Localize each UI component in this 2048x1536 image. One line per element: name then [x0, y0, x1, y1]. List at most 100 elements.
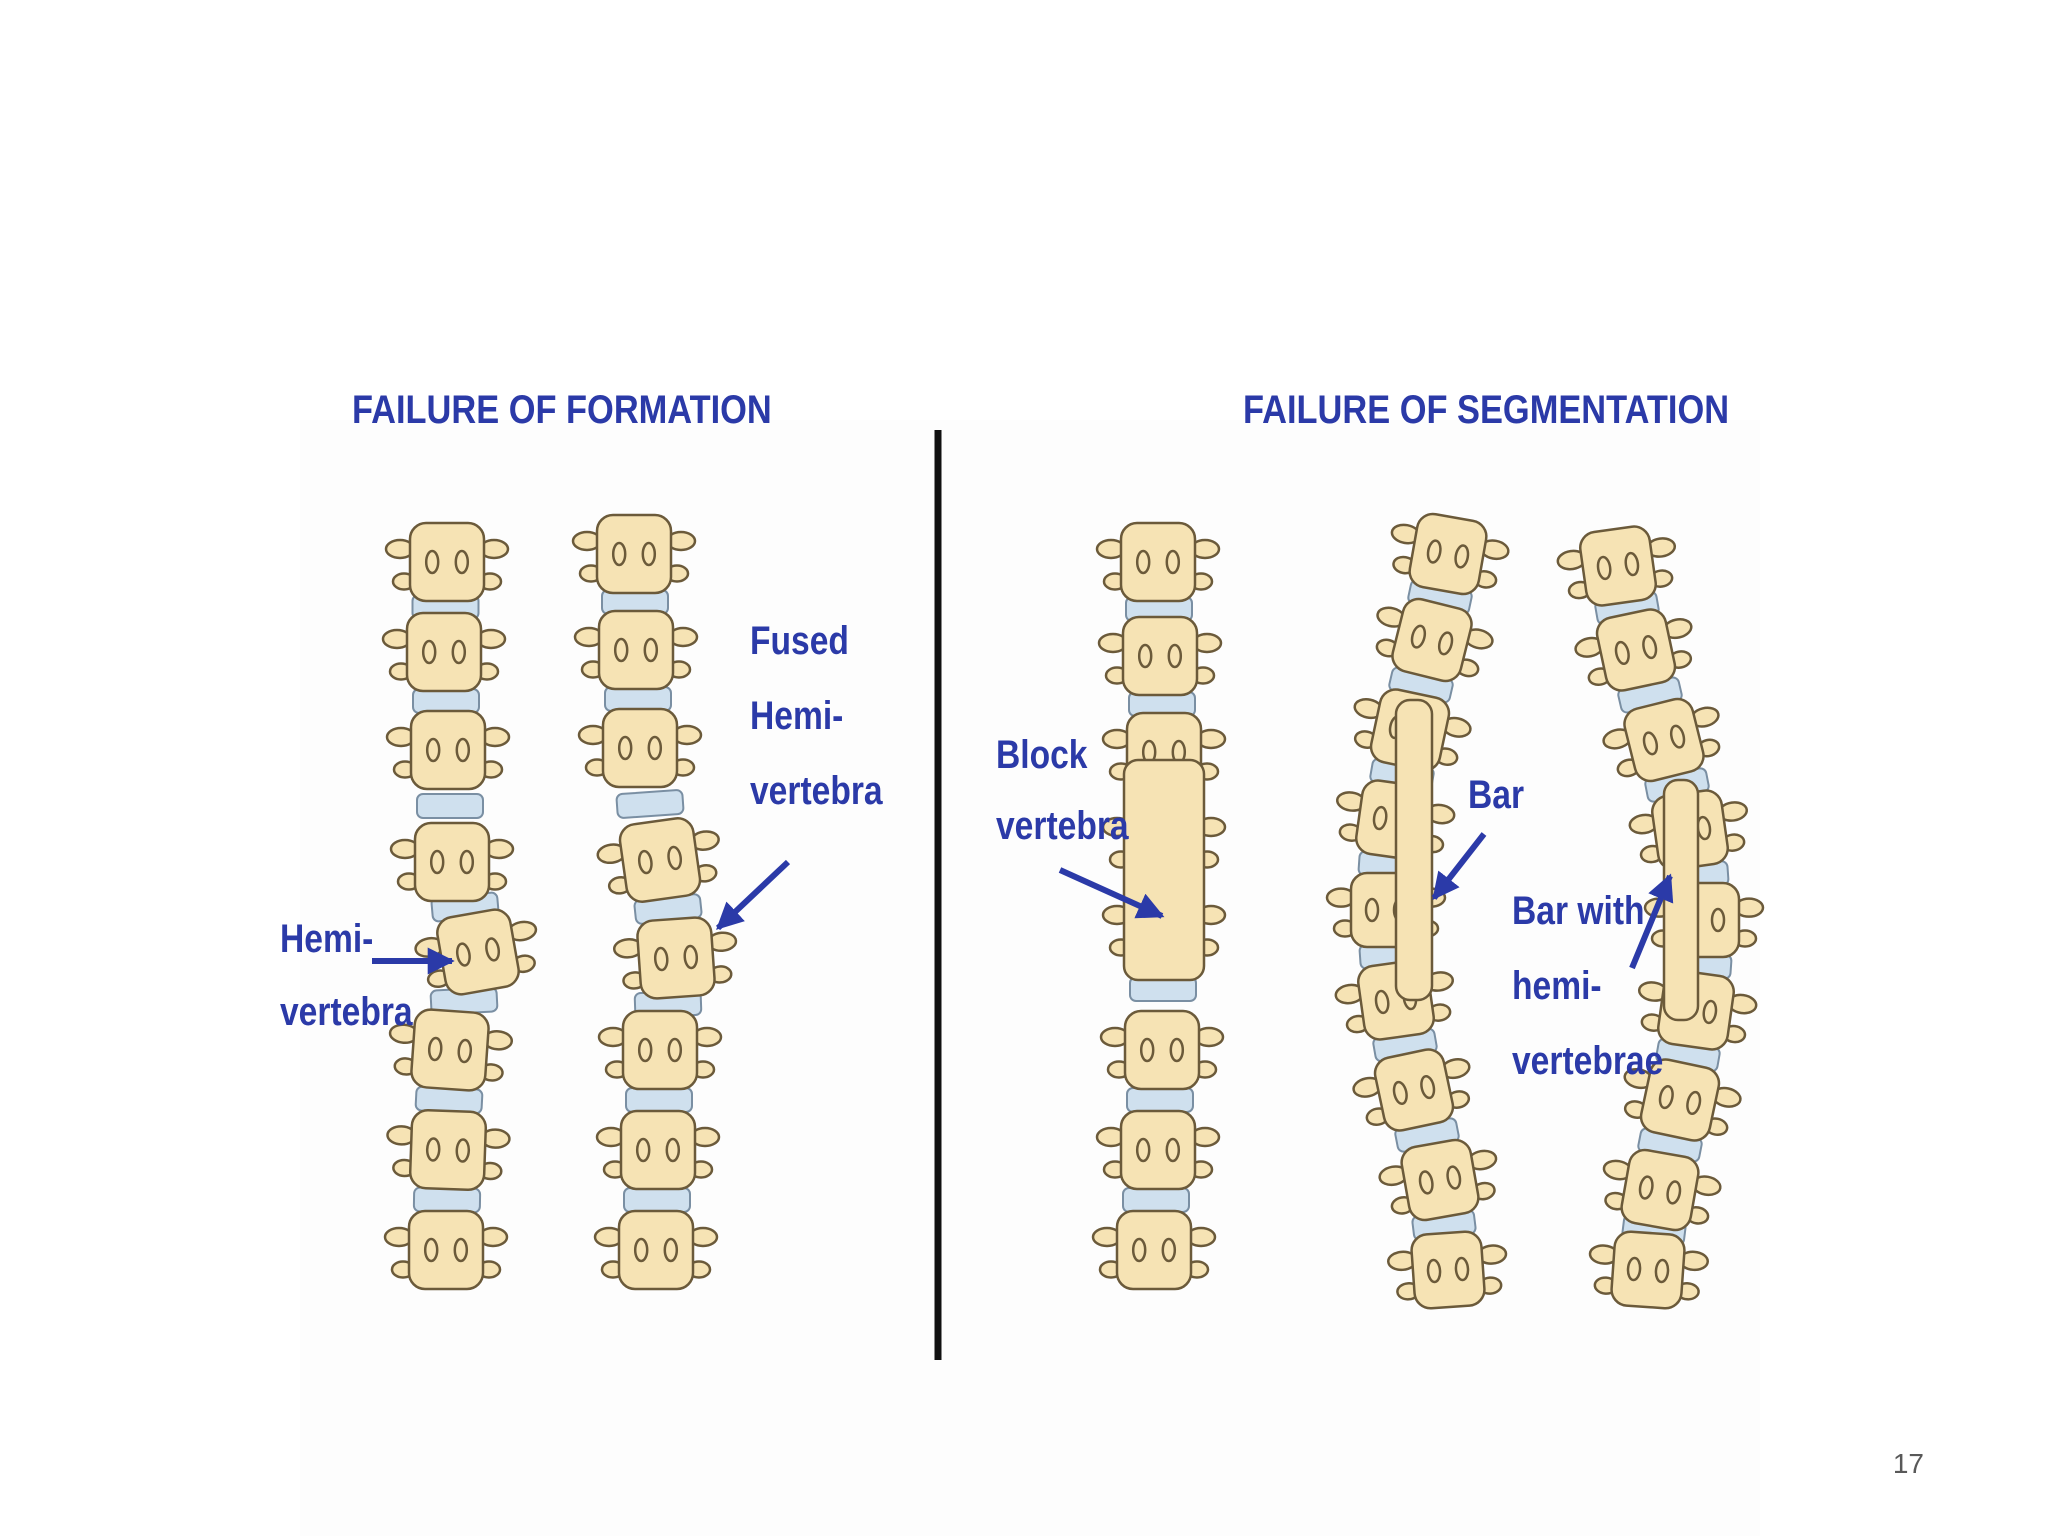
vertebral-body	[1410, 1230, 1486, 1310]
pedicle-outline	[663, 1237, 679, 1263]
vertebra	[1352, 1048, 1471, 1132]
pedicle-outline	[1139, 1037, 1155, 1063]
pedicle-outline	[1410, 624, 1427, 649]
pedicle-outline	[1642, 731, 1659, 756]
failure-of-formation-title: FAILURE OF FORMATION	[352, 388, 772, 432]
bar-label-line: Bar	[1468, 773, 1525, 817]
pedicle-outline	[1426, 1258, 1442, 1284]
spine-hemivertebra	[381, 521, 538, 1291]
block-vertebra-body	[1122, 758, 1206, 982]
disc-shape	[604, 686, 672, 712]
intervertebral-disc	[412, 1186, 482, 1214]
pedicle-outline	[427, 1036, 443, 1062]
bar-label: Bar	[1468, 770, 1524, 821]
disc-shape	[615, 789, 685, 819]
disc-shape	[416, 793, 484, 819]
page-number: 17	[1892, 1448, 1924, 1479]
vertebra	[1375, 597, 1494, 683]
vertebral-body	[618, 817, 702, 903]
vertebral-body	[597, 609, 675, 691]
vertebra	[612, 916, 738, 1000]
fused-hemi-vertebra-label-line: Hemi-	[750, 694, 844, 738]
vertebra	[595, 1109, 721, 1191]
pedicle-outline	[667, 845, 683, 871]
vertebra	[1091, 1209, 1217, 1291]
pedicle-outline	[641, 541, 657, 567]
pedicle-outline	[1642, 635, 1658, 660]
vertebra	[1623, 1058, 1742, 1142]
disc-shape	[1126, 1087, 1194, 1113]
vertebra	[1390, 512, 1510, 596]
pedicle-outline	[633, 1237, 649, 1263]
vertebral-body	[1121, 615, 1199, 697]
vertebra	[1097, 615, 1223, 697]
block-vertebra-label-line: Block	[996, 733, 1088, 777]
pedicle-outline	[1454, 544, 1470, 569]
pedicle-outline	[1446, 1165, 1462, 1190]
pedicle-outline	[617, 735, 633, 761]
pedicle-outline	[1167, 643, 1183, 669]
intervertebral-disc	[412, 688, 480, 714]
pedicle-outline	[683, 944, 699, 970]
hemi-vertebra-label: Hemi- vertebra	[280, 914, 413, 1038]
vertebral-body	[1579, 525, 1657, 607]
pedicle-outline	[613, 637, 629, 663]
vertebral-body	[619, 1109, 697, 1191]
pedicle-outline	[611, 541, 627, 567]
pedicle-outline	[1392, 1080, 1408, 1105]
vertebra	[573, 609, 699, 691]
vertebral-body	[636, 916, 716, 1000]
vertebra	[1574, 608, 1693, 692]
vertebra	[381, 611, 507, 693]
pedicle-outline	[1418, 1170, 1434, 1195]
pedicle-outline	[1135, 1137, 1151, 1163]
pedicle-outline	[425, 737, 441, 763]
pedicle-outline	[457, 1038, 473, 1064]
pedicle-outline	[1654, 1258, 1670, 1284]
fused-hemi-vertebra-label-line: Fused	[750, 619, 849, 663]
intervertebral-disc	[615, 789, 685, 819]
pedicle-outline	[421, 639, 437, 665]
vertebral-body	[407, 1209, 485, 1291]
pedicle-outline	[637, 1037, 653, 1063]
vertebral-body	[436, 908, 520, 996]
pedicle-outline	[647, 735, 663, 761]
block-vertebra-arrow	[1058, 867, 1165, 919]
pedicle-outline	[423, 1237, 439, 1263]
pedicle-outline	[1420, 1075, 1436, 1100]
pedicle-outline	[667, 1037, 683, 1063]
vertebra	[386, 1109, 511, 1191]
pedicle-outline	[1437, 631, 1454, 656]
spine-columns	[381, 512, 1765, 1310]
pedicle-outline	[635, 1137, 651, 1163]
vertebra	[1602, 697, 1721, 783]
vertebral-body	[1610, 1230, 1686, 1310]
vertebra	[383, 1209, 509, 1291]
intervertebral-disc	[416, 793, 484, 819]
pedicle-outline	[429, 849, 445, 875]
pedicle-outline	[1626, 1256, 1642, 1282]
spine-fused-hemivertebra	[571, 513, 738, 1291]
vertebral-body	[1123, 1009, 1201, 1091]
pedicle-outline	[1137, 643, 1153, 669]
pedicle-outline	[1165, 549, 1181, 575]
hemi-vertebra-label-line: vertebra	[280, 990, 413, 1034]
pedicle-outline	[1454, 1256, 1470, 1282]
pedicle-outline	[1374, 989, 1390, 1015]
pedicle-outline	[1135, 549, 1151, 575]
vertebra	[577, 707, 703, 789]
pedicle-outline	[455, 737, 471, 763]
vertebra	[1556, 525, 1677, 607]
pedicle-outline	[1666, 1180, 1682, 1205]
pedicle-outline	[1686, 1090, 1702, 1115]
vertebra	[571, 513, 697, 595]
vertebra	[1387, 1230, 1508, 1310]
bar-with-hemi-vertebrae-label-line: Bar with	[1512, 889, 1645, 933]
pedicle-outline	[1161, 1237, 1177, 1263]
vertebra	[597, 1009, 723, 1091]
pedicle-outline	[1131, 1237, 1147, 1263]
pedicle-outline	[665, 1137, 681, 1163]
pedicle-outline	[485, 937, 501, 962]
block-vertebra-label: Block vertebra	[996, 730, 1129, 852]
